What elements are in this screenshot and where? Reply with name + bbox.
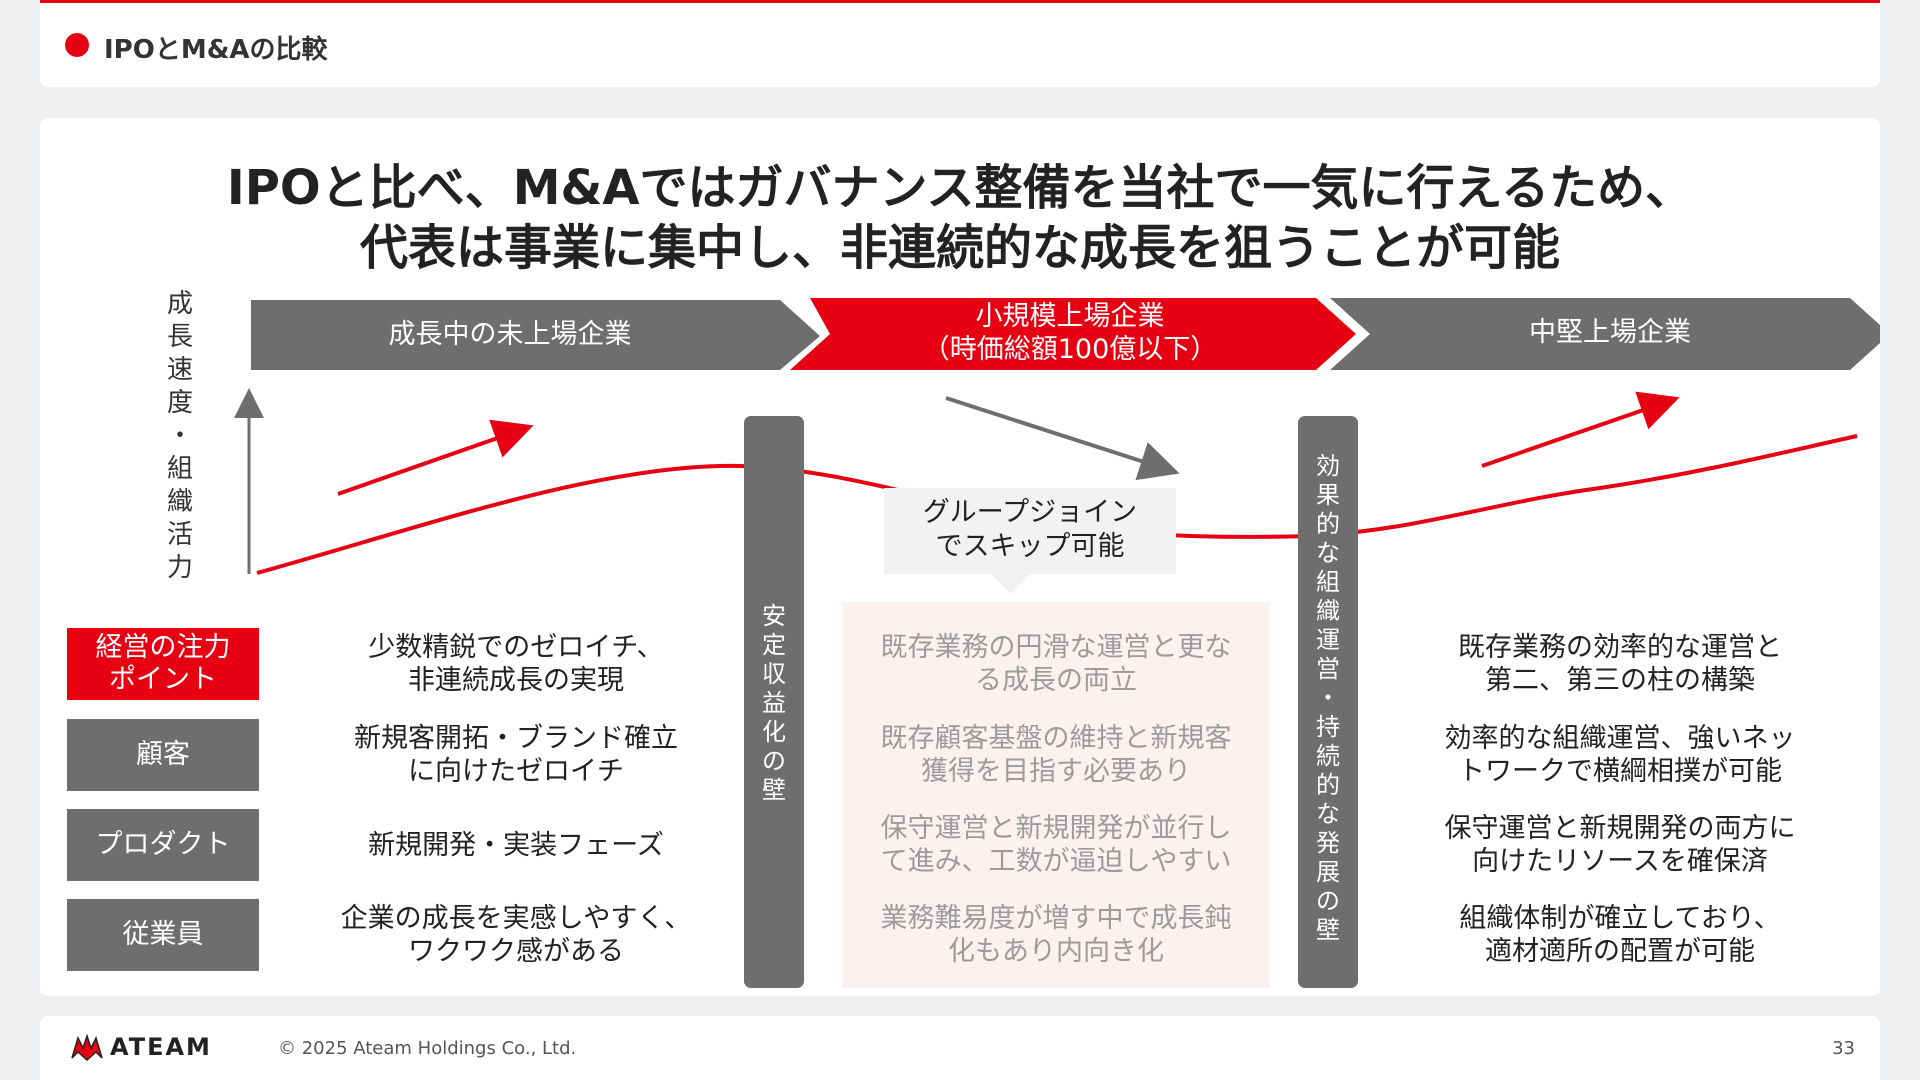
wall-label-char: 持 xyxy=(1316,713,1340,741)
wall-label-char: の xyxy=(762,747,786,775)
wall-label-char: 定 xyxy=(762,631,786,659)
wall-label-char: 安 xyxy=(762,602,786,630)
wall-label-char: 化 xyxy=(762,718,786,746)
cell-customer-small: 既存顧客基盤の維持と新規客 獲得を目指す必要あり xyxy=(880,723,1232,787)
cell-customer-unlisted: 新規客開拓・ブランド確立 に向けたゼロイチ xyxy=(354,723,678,787)
wall-label-char: 発 xyxy=(1316,829,1340,857)
row-label-employees: 従業員 xyxy=(67,899,259,971)
wall-label-char: 織 xyxy=(1316,597,1340,625)
wall-label-char: 益 xyxy=(762,689,786,717)
wall-label-char: の xyxy=(1316,887,1340,915)
cell-employees-small: 業務難易度が増す中で成長鈍 化もあり内向き化 xyxy=(880,903,1232,967)
row-label-focus: 経営の注力 ポイント xyxy=(67,628,259,700)
headline-line-1: IPOと比べ、M&Aではガバナンス整備を当社で一気に行えるため、 xyxy=(226,160,1694,216)
page-number: 33 xyxy=(1832,1038,1855,1059)
wall-label-char: 壁 xyxy=(1316,916,1340,944)
stage-label-unlisted: 成長中の未上場企業 xyxy=(388,319,632,350)
group-join-callout: グループジョイン でスキップ可能 xyxy=(884,488,1176,574)
y-axis-label-char: 織 xyxy=(166,487,193,517)
wall-label-char: 的 xyxy=(1316,771,1340,799)
wall-label-char: 的 xyxy=(1316,510,1340,538)
wall-label-char: 壁 xyxy=(762,776,786,804)
wall-bar-1 xyxy=(744,416,804,988)
wall-label-char: 運 xyxy=(1316,626,1340,654)
trend-arrow-icon xyxy=(1481,391,1680,468)
comparison-slide: IPOと比べ、M&Aではガバナンス整備を当社で一気に行えるため、 代表は事業に集… xyxy=(40,118,1880,996)
section-title: IPOとM&Aの比較 xyxy=(104,35,328,65)
row-label-product: プロダクト xyxy=(67,809,259,881)
cell-product-mid: 保守運営と新規開発の両方に 向けたリソースを確保済 xyxy=(1444,813,1796,877)
top-accent-rule xyxy=(40,0,1880,3)
wall-label-char: 果 xyxy=(1316,481,1340,509)
wall-label-char: 続 xyxy=(1316,742,1340,770)
trend-arrow-icon xyxy=(337,419,534,496)
ateam-logo: ATEAM xyxy=(70,1032,212,1062)
stage-label-mid-listed: 中堅上場企業 xyxy=(1529,317,1691,348)
y-axis-label-char: 度 xyxy=(166,388,193,418)
wall-label-char: 展 xyxy=(1316,858,1340,886)
cell-focus-unlisted: 少数精鋭でのゼロイチ、 非連続成長の実現 xyxy=(368,632,664,696)
ateam-logo-icon xyxy=(71,1033,103,1062)
cell-employees-mid: 組織体制が確立しており、 適材適所の配置が可能 xyxy=(1459,903,1781,967)
y-axis-label-char: ・ xyxy=(166,421,193,451)
stage-chevron-2 xyxy=(790,298,1356,370)
wall-label-char: 収 xyxy=(762,660,786,688)
wall-label-char: 組 xyxy=(1316,568,1340,596)
cell-employees-unlisted: 企業の成長を実感しやすく、 ワクワク感がある xyxy=(340,903,692,967)
growth-diagram xyxy=(234,298,1880,988)
circle-bullet-icon xyxy=(65,33,89,57)
middle-column-background xyxy=(842,602,1270,988)
y-axis-label-char: 活 xyxy=(166,520,193,550)
wall-label-char: な xyxy=(1316,800,1340,828)
cell-focus-small: 既存業務の円滑な運営と更な る成長の両立 xyxy=(880,632,1232,696)
trend-arrow-icon xyxy=(945,396,1180,481)
copyright: © 2025 Ateam Holdings Co., Ltd. xyxy=(278,1038,577,1059)
callout-tail xyxy=(991,574,1031,594)
wall-label-effective-organization: 効果的な組織運営・持続的な発展の壁 xyxy=(1298,452,1358,945)
headline: IPOと比べ、M&Aではガバナンス整備を当社で一気に行えるため、 代表は事業に集… xyxy=(40,158,1880,278)
row-label-customer: 顧客 xyxy=(67,719,259,791)
stage-chevron-3 xyxy=(1330,298,1880,370)
cell-product-unlisted: 新規開発・実装フェーズ xyxy=(368,829,664,861)
headline-line-2: 代表は事業に集中し、非連続的な成長を狙うことが可能 xyxy=(359,220,1560,276)
wall-label-stable-revenue: 安定収益化の壁 xyxy=(744,602,804,805)
cell-focus-mid: 既存業務の効率的な運営と 第二、第三の柱の構築 xyxy=(1458,632,1782,696)
stage-chevron-1 xyxy=(251,300,820,370)
cell-product-small: 保守運営と新規開発が並行し て進み、工数が逼迫しやすい xyxy=(880,813,1232,877)
footer: ATEAM © 2025 Ateam Holdings Co., Ltd. 33 xyxy=(40,1016,1880,1080)
wall-label-char: な xyxy=(1316,539,1340,567)
y-axis-label-char: 組 xyxy=(166,454,193,484)
cell-customer-mid: 効率的な組織運営、強いネッ トワークで横綱相撲が可能 xyxy=(1444,723,1796,787)
wall-bar-2 xyxy=(1298,416,1358,988)
stage-label-small-listed: 小規模上場企業 （時価総額100億以下） xyxy=(922,301,1218,365)
y-axis-label: 成長速度・組織活力 xyxy=(162,288,198,585)
y-axis-label-char: 長 xyxy=(166,322,193,352)
wall-label-char: 効 xyxy=(1316,452,1340,480)
y-axis-label-char: 成 xyxy=(166,289,193,319)
logo-text: ATEAM xyxy=(110,1033,212,1061)
section-header: IPOとM&Aの比較 xyxy=(40,3,1880,87)
wall-label-char: 営 xyxy=(1316,655,1340,683)
wall-label-char: ・ xyxy=(1316,684,1340,712)
y-axis-label-char: 力 xyxy=(166,553,193,583)
y-axis-label-char: 速 xyxy=(166,355,193,385)
